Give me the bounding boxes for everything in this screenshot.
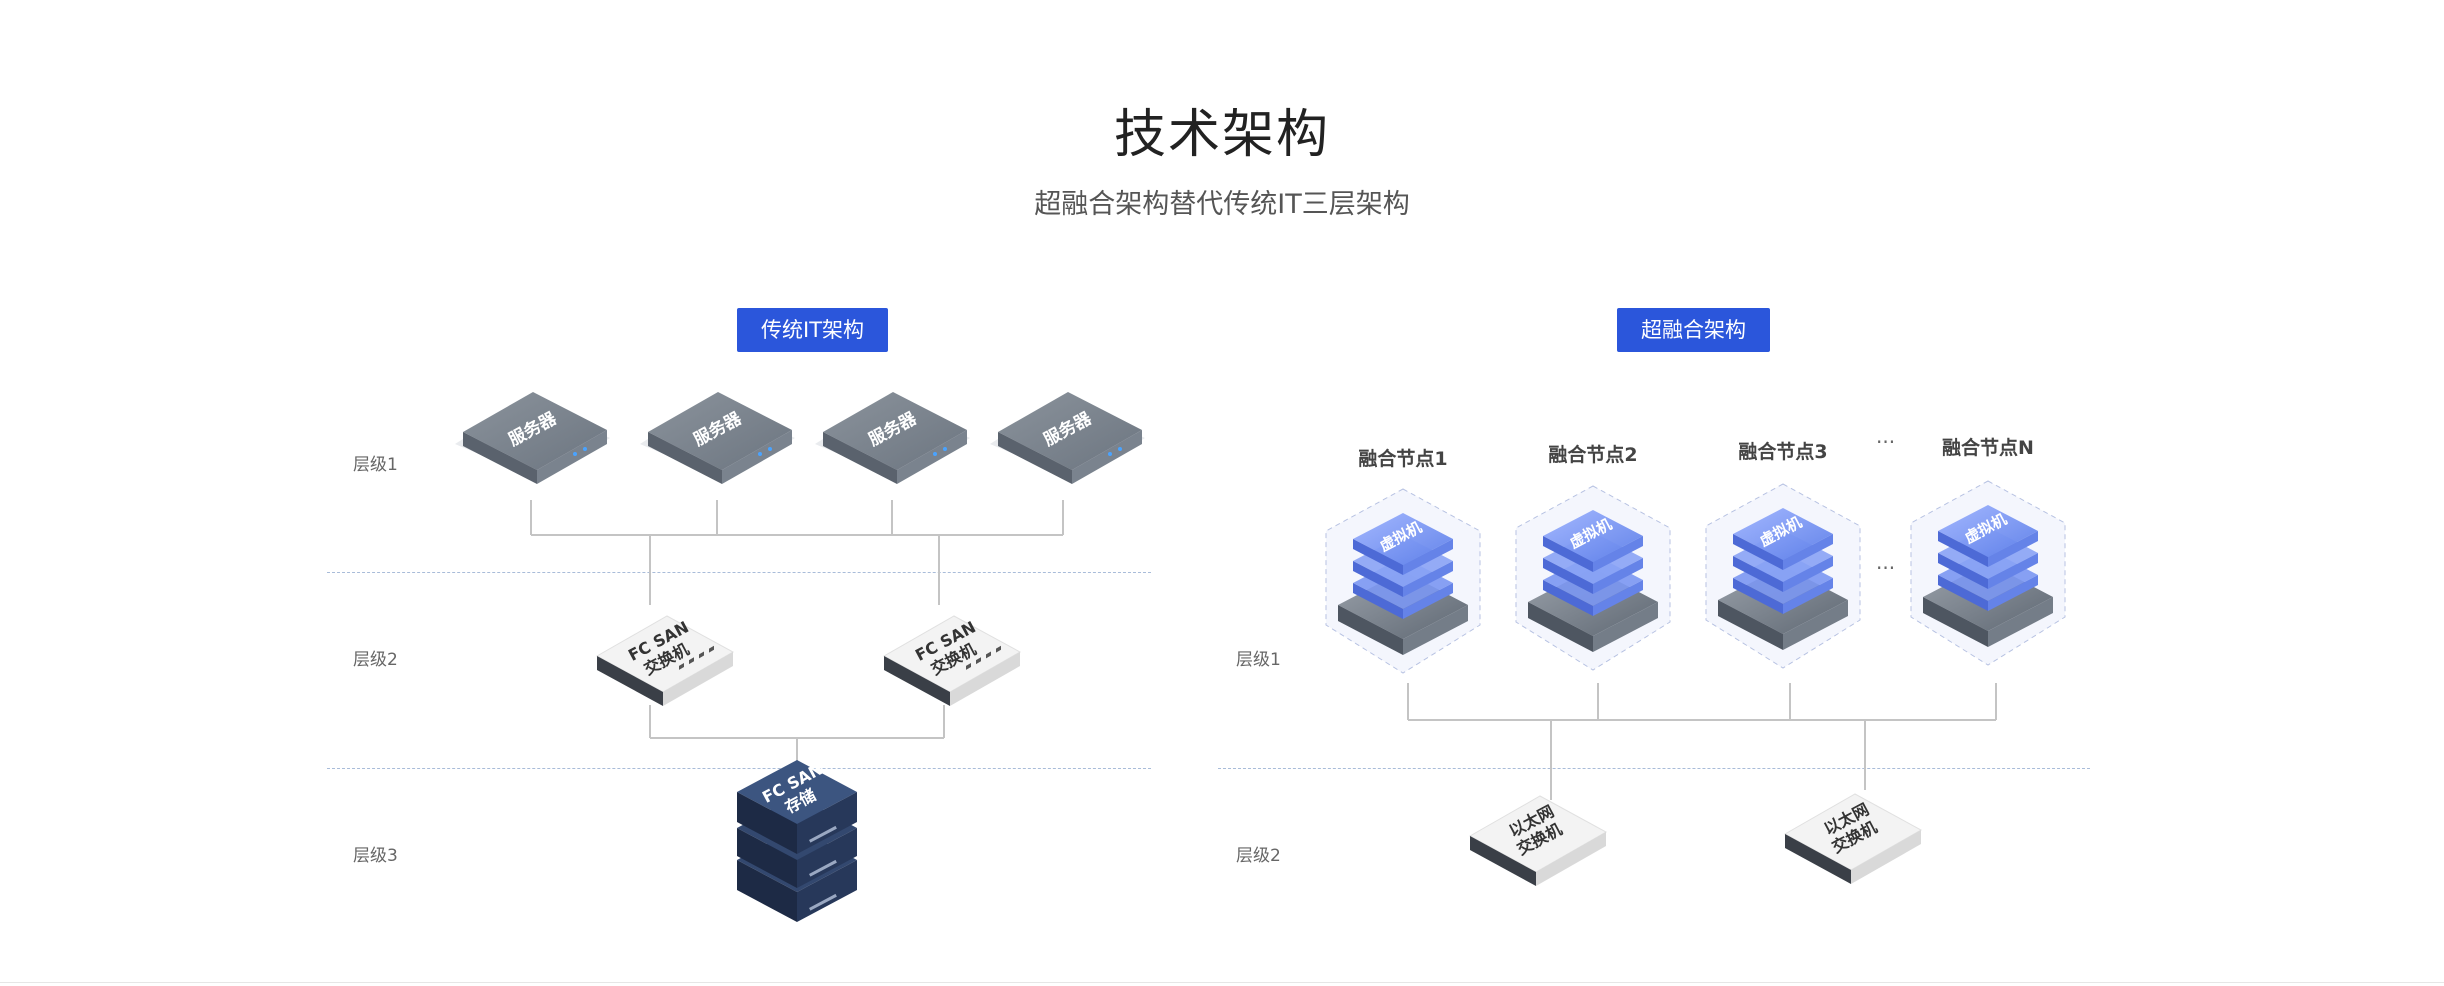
fc-san-storage: FC SAN 存储 — [737, 759, 857, 922]
node-ellipsis-top: ··· — [1876, 430, 1896, 454]
ethernet-switch-2: 以太网 交换机 — [1783, 793, 1923, 884]
right-switches: 以太网 交换机 以太网 交换机 — [1468, 793, 1923, 886]
left-layer-3-label: 层级3 — [353, 846, 398, 866]
right-divider-1 — [1218, 768, 2090, 769]
node-label-3: 融合节点3 — [1738, 441, 1828, 463]
page-subtitle: 超融合架构替代传统IT三层架构 — [1034, 189, 1410, 220]
bottom-divider — [0, 982, 2444, 983]
right-connectors — [1407, 683, 1997, 800]
server-3: 服务器 — [815, 392, 970, 484]
left-divider-2 — [327, 768, 1151, 769]
page-title: 技术架构 — [1113, 105, 1330, 165]
server-4: 服务器 — [990, 392, 1145, 484]
node-label-n: 融合节点N — [1942, 437, 2034, 459]
ethernet-switch-1: 以太网 交换机 — [1468, 795, 1608, 886]
server-1: 服务器 — [455, 392, 610, 484]
fc-san-switch-2: FC SAN 交换机 — [882, 615, 1022, 706]
right-layer-2-label: 层级2 — [1236, 846, 1281, 866]
hci-node-1: 虚拟机 — [1325, 488, 1481, 674]
left-divider-1 — [327, 572, 1151, 573]
server-2: 服务器 — [640, 392, 795, 484]
node-ellipsis-middle: ··· — [1876, 556, 1896, 580]
right-layer-1-label: 层级1 — [1236, 650, 1281, 670]
hci-node-3: 虚拟机 — [1705, 483, 1861, 669]
badge-hyperconverged: 超融合架构 — [1617, 308, 1770, 352]
hci-nodes: 虚拟机 虚拟机 — [1325, 480, 2066, 674]
left-connectors — [530, 500, 1064, 783]
badge-traditional-it: 传统IT架构 — [737, 308, 889, 352]
left-servers: 服务器 服务器 服务器 服务器 — [455, 392, 1145, 484]
node-label-1: 融合节点1 — [1358, 448, 1448, 470]
fc-san-switch-1: FC SAN 交换机 — [595, 615, 735, 706]
hci-node-2: 虚拟机 — [1515, 485, 1671, 671]
left-layer-1-label: 层级1 — [353, 455, 398, 475]
node-label-2: 融合节点2 — [1548, 444, 1638, 466]
left-switches: FC SAN 交换机 FC SAN 交换机 — [595, 615, 1022, 706]
left-layer-2-label: 层级2 — [353, 650, 398, 670]
hci-node-n: 虚拟机 — [1910, 480, 2066, 666]
